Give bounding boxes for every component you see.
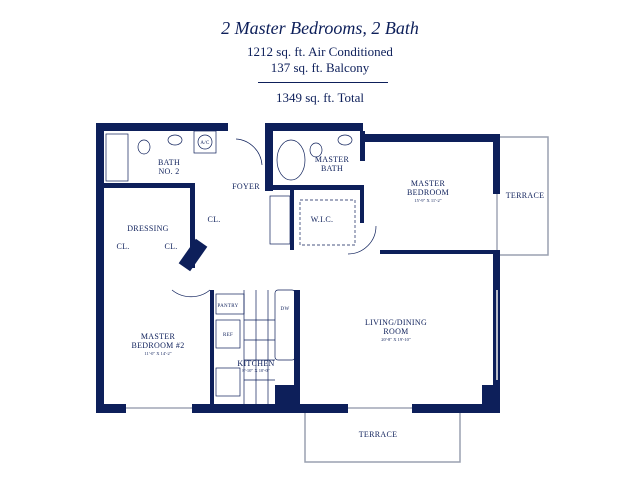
divider xyxy=(258,82,388,83)
master-bedroom-dim: 15'-9" X 11'-2" xyxy=(414,198,441,203)
bath2-label-2: NO. 2 xyxy=(158,167,179,176)
fixtures xyxy=(105,130,377,404)
windows xyxy=(126,194,498,409)
dw-label: DW xyxy=(281,307,290,312)
dressing-label: DRESSING xyxy=(127,224,169,233)
living-label: LIVING/DINING xyxy=(365,318,427,327)
terrace-right-label: TERRACE xyxy=(506,191,545,200)
foyer-label: FOYER xyxy=(232,182,260,191)
master-bath-label: MASTER xyxy=(315,155,350,164)
bedroom2-label-2: BEDROOM #2 xyxy=(131,341,184,350)
pantry-label: PANTRY xyxy=(217,304,238,309)
closet-label-1: CL. xyxy=(116,242,129,251)
terrace-bottom-label: TERRACE xyxy=(359,430,398,439)
closet-label-2: CL. xyxy=(164,242,177,251)
kitchen-label: KITCHEN xyxy=(237,359,274,368)
master-bedroom-label-2: BEDROOM xyxy=(407,188,449,197)
kitchen-dim: 8'-10" X 10'-0" xyxy=(242,368,269,373)
master-bath-label-2: BATH xyxy=(321,164,343,173)
bedroom2-dim: 11'-0" X 14'-2" xyxy=(144,351,171,356)
terraces xyxy=(304,136,549,463)
closet-label-3: CL. xyxy=(207,215,220,224)
master-bedroom-label: MASTER xyxy=(411,179,446,188)
area-ac: 1212 sq. ft. Air Conditioned xyxy=(247,44,393,59)
wic-label: W.I.C. xyxy=(311,215,334,224)
area-total: 1349 sq. ft. Total xyxy=(275,90,365,105)
bath2-label: BATH xyxy=(158,158,180,167)
ac-label: A/C xyxy=(200,141,210,146)
living-label-2: ROOM xyxy=(383,327,408,336)
walls xyxy=(96,123,500,413)
plan-title: 2 Master Bedrooms, 2 Bath xyxy=(221,18,419,38)
ref-label: REF xyxy=(223,333,233,338)
bedroom2-label: MASTER xyxy=(141,332,176,341)
living-dim: 20'-8" X 19'-10" xyxy=(381,337,411,342)
area-balcony: 137 sq. ft. Balcony xyxy=(270,60,370,75)
